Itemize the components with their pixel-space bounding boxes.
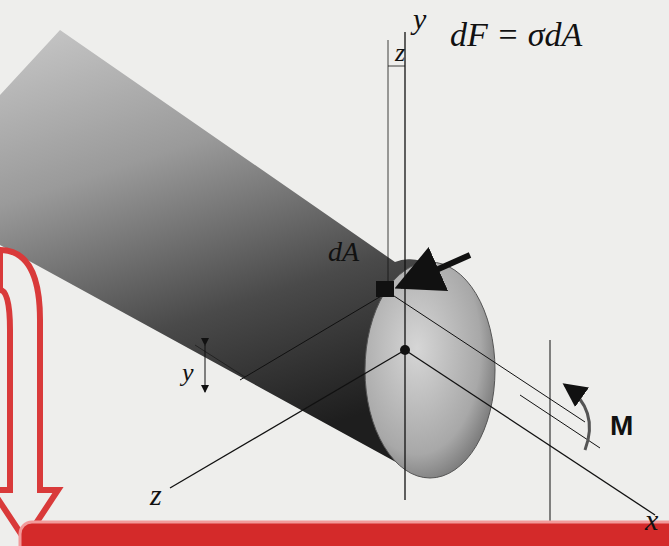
axis-label: y — [413, 4, 426, 34]
force-label: dF = σdA — [450, 18, 582, 52]
dimension-label: z — [395, 40, 405, 66]
axis-label: z — [150, 480, 162, 510]
axis-label: x — [645, 505, 658, 535]
dimension-label: y — [182, 360, 194, 386]
area-label: dA — [328, 238, 359, 266]
moment-label: M — [610, 412, 633, 440]
